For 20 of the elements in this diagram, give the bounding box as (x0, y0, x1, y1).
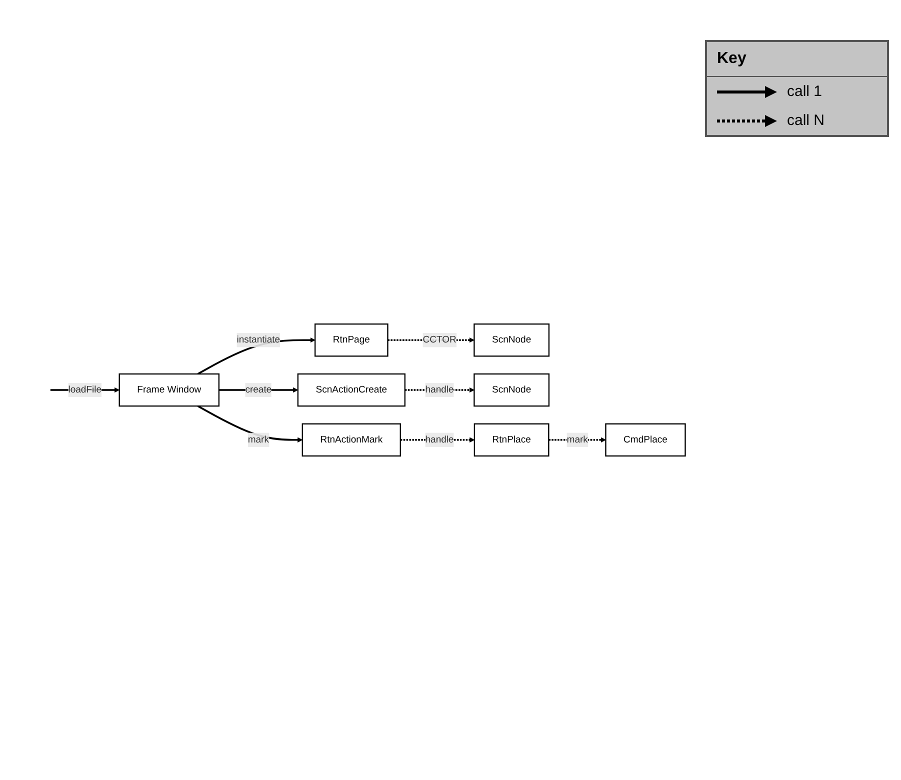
legend-text: call N (787, 112, 825, 129)
node-box: CmdPlace (605, 423, 686, 457)
edge-label: instantiate (236, 334, 280, 345)
node-box: RtnActionMark (302, 423, 401, 457)
node-box: Frame Window (118, 373, 220, 407)
edge-label: handle (425, 434, 454, 445)
arrow (197, 405, 303, 443)
edge-label: handle (425, 384, 454, 395)
legend-title: Key (707, 42, 887, 77)
node-box: RtnPlace (474, 423, 550, 457)
node-box: ScnNode (474, 373, 550, 407)
edge-label: mark (566, 434, 588, 445)
edge-label: CCTOR (422, 334, 456, 345)
node-box: ScnActionCreate (297, 373, 406, 407)
legend-text: call 1 (787, 83, 822, 100)
node-box: RtnPage (314, 323, 388, 357)
node-box: ScnNode (474, 323, 550, 357)
edge-label: loadFile (68, 384, 102, 395)
edge-label: mark (248, 434, 269, 445)
edge-label: create (245, 384, 272, 395)
